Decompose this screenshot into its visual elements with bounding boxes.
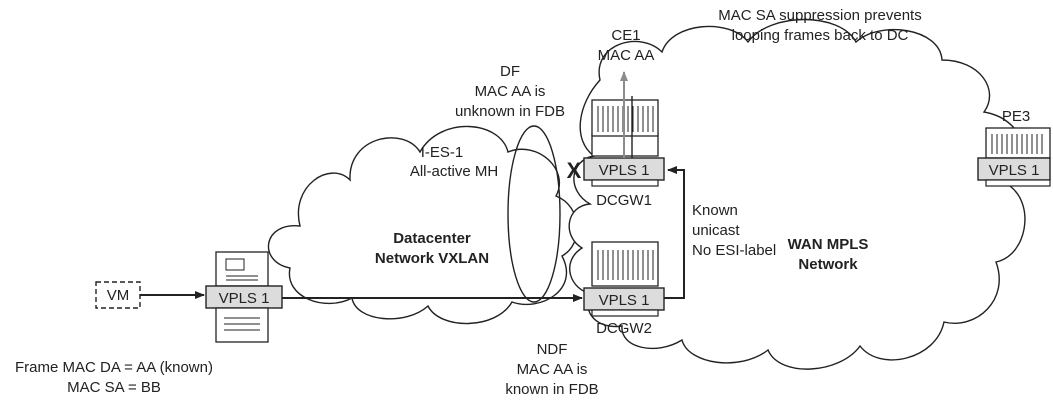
datacenter-cloud xyxy=(267,125,578,325)
wan-cloud-line1: WAN MPLS xyxy=(788,236,869,253)
dcgw2-to-dcgw1-arrow xyxy=(664,166,685,299)
server-vpls-label: VPLS 1 xyxy=(219,290,270,307)
blocked-mark: X xyxy=(567,158,582,183)
ndf-line2: MAC AA is xyxy=(517,361,588,378)
known-line1: Known xyxy=(692,202,738,219)
df-line1: DF xyxy=(500,63,520,80)
wan-cloud-line2: Network xyxy=(798,256,858,273)
dc-cloud-line1: Datacenter xyxy=(393,230,471,247)
frame-line2: MAC SA = BB xyxy=(67,379,161,396)
es-line1: I-ES-1 xyxy=(421,144,464,161)
ethernet-segment-ellipse xyxy=(507,125,561,303)
known-line2: unicast xyxy=(692,222,740,239)
vm-label: VM xyxy=(107,287,130,304)
dcgw2-vpls-label: VPLS 1 xyxy=(599,292,650,309)
pe3-vpls-label: VPLS 1 xyxy=(989,162,1040,179)
pe3-router[interactable] xyxy=(977,127,1051,187)
dcgw1-vpls-label: VPLS 1 xyxy=(599,162,650,179)
es-line2: All-active MH xyxy=(410,163,498,180)
dcgw1-name: DCGW1 xyxy=(596,192,652,209)
df-line2: MAC AA is xyxy=(475,83,546,100)
dcgw2-router[interactable] xyxy=(583,241,665,317)
known-line3: No ESI-label xyxy=(692,242,776,259)
pe3-name: PE3 xyxy=(1002,108,1030,125)
ce1-line2: MAC AA xyxy=(598,47,655,64)
df-line3: unknown in FDB xyxy=(455,103,565,120)
ndf-line3: known in FDB xyxy=(505,381,598,398)
sa-suppression-line2: looping frames back to DC xyxy=(732,27,909,44)
dc-cloud-line2: Network VXLAN xyxy=(375,250,489,267)
sa-suppression-line1: MAC SA suppression prevents xyxy=(718,7,921,24)
server[interactable] xyxy=(205,251,283,343)
ndf-line1: NDF xyxy=(537,341,568,358)
dcgw2-name: DCGW2 xyxy=(596,320,652,337)
frame-line1: Frame MAC DA = AA (known) xyxy=(15,359,213,376)
ce1-line1: CE1 xyxy=(611,27,640,44)
